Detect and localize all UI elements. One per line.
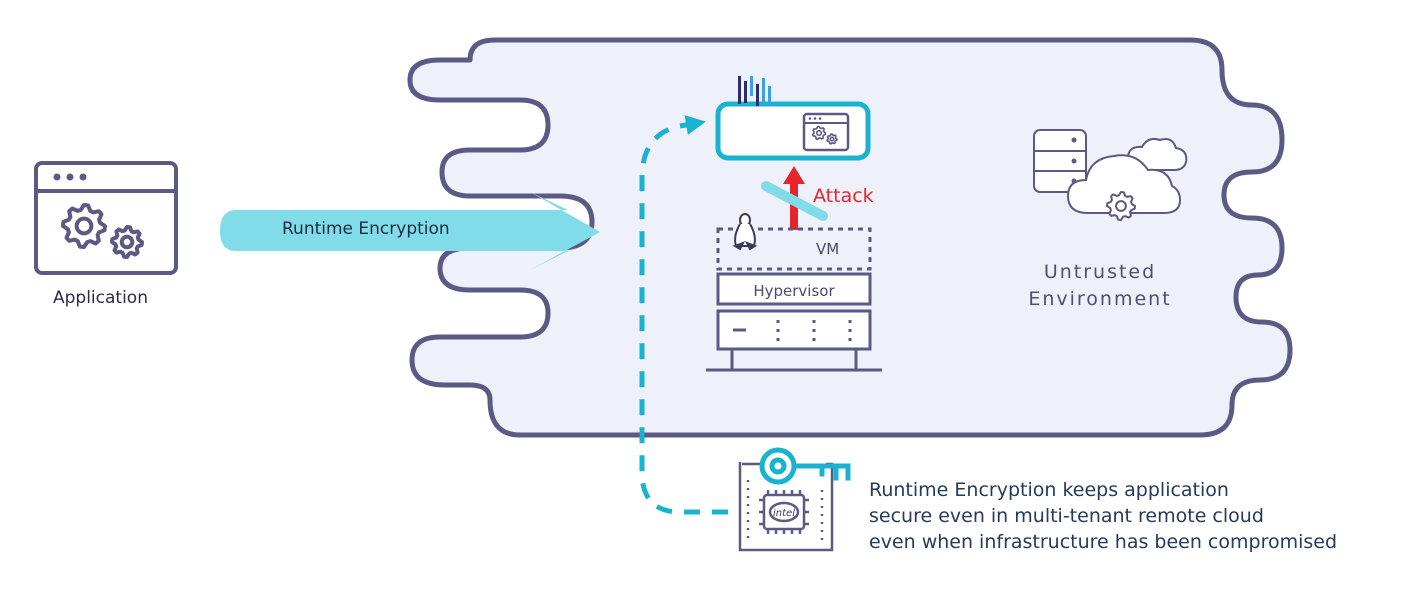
description-line: Runtime Encryption keeps application — [869, 479, 1229, 501]
vm-label: VM — [816, 240, 840, 258]
description: Runtime Encryption keeps application sec… — [869, 477, 1337, 555]
app-window-dots — [53, 173, 87, 181]
database-icon — [1033, 129, 1087, 193]
hypervisor-box — [716, 272, 872, 306]
server-icon — [706, 309, 882, 372]
gears-icon — [61, 203, 144, 259]
application-label: Application — [53, 288, 148, 308]
attack-blocker — [761, 181, 828, 221]
secure-key-path — [639, 115, 728, 515]
mini-app-window-icon — [802, 112, 850, 152]
description-line: secure even in multi-tenant remote cloud — [869, 505, 1264, 527]
gear-icon — [1106, 191, 1136, 221]
chip-board-icon — [738, 462, 834, 552]
logo-icon — [738, 76, 771, 106]
linux-tux-icon — [732, 213, 758, 251]
attack-label: Attack — [813, 185, 874, 207]
chip-brand: intel — [773, 508, 795, 519]
hypervisor-label: Hypervisor — [753, 282, 835, 300]
vm-box — [716, 227, 872, 271]
untrusted-environment-label: Untrusted Environment — [1028, 261, 1172, 310]
cloud-icon — [1066, 154, 1182, 214]
runtime-encryption-arrow — [220, 192, 600, 270]
app-window-icon — [34, 161, 178, 275]
key-icon — [759, 447, 851, 485]
runtime-encryption-label: Runtime Encryption — [282, 219, 450, 239]
mini-gears-icon — [811, 125, 838, 145]
description-line: even when infrastructure has been compro… — [869, 531, 1338, 553]
